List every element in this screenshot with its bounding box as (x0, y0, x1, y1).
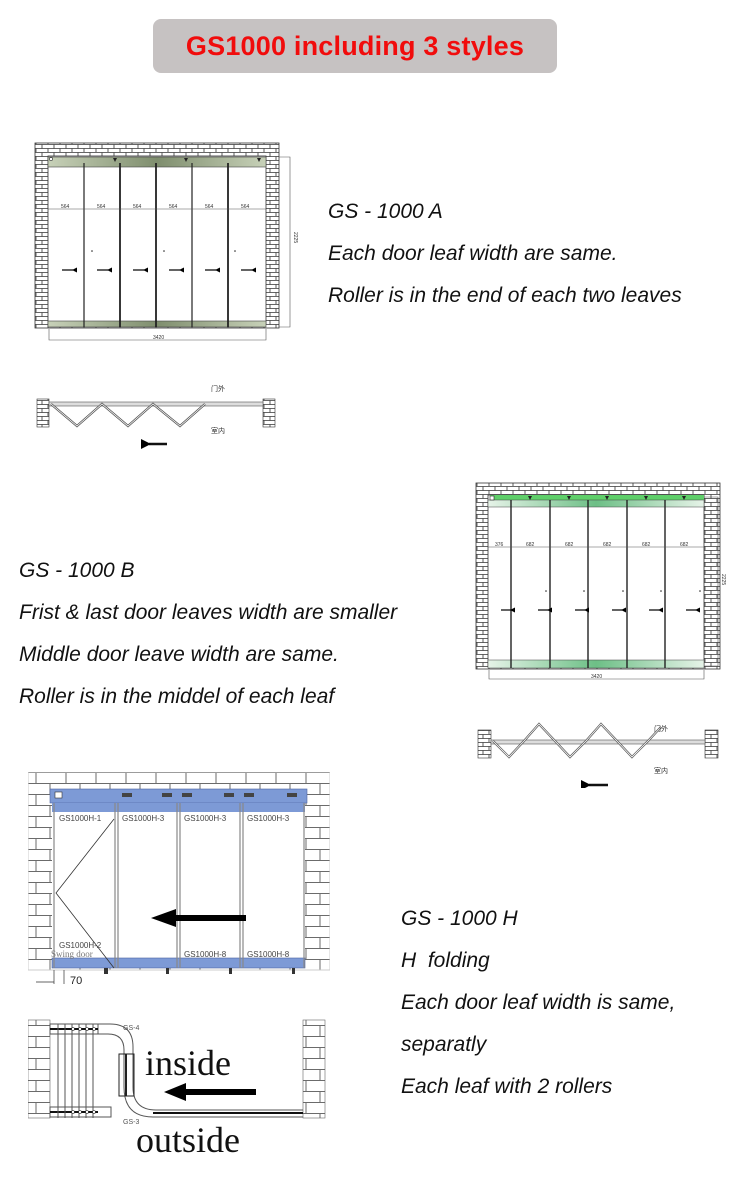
svg-text:Swing door: Swing door (51, 949, 93, 959)
svg-text:682: 682 (642, 542, 651, 548)
svg-text:inside: inside (145, 1043, 231, 1083)
svg-text:GS-3: GS-3 (123, 1119, 139, 1126)
svg-text:GS1000H-1: GS1000H-1 (59, 814, 102, 823)
style-b-name: GS - 1000 B (19, 559, 135, 582)
style-b-line-2: Middle door leave width are same. (19, 643, 339, 666)
style-h-line-1: H folding (401, 949, 490, 972)
svg-text:682: 682 (680, 542, 689, 548)
style-a-line-2: Roller is in the end of each two leaves (328, 284, 682, 307)
svg-text:3420: 3420 (591, 674, 602, 680)
svg-text:564: 564 (169, 204, 178, 210)
style-h-description: GS - 1000 H H folding Each door leaf wid… (401, 898, 675, 1108)
svg-text:564: 564 (133, 204, 142, 210)
svg-text:70: 70 (70, 975, 82, 987)
style-a-elevation: 564 564 564 564 564 564 3420 2225 门外 室内 (34, 142, 298, 449)
svg-text:376: 376 (495, 542, 504, 548)
style-h-line-2: Each door leaf width is same, (401, 991, 676, 1014)
style-h-line-3: separatly (401, 1033, 487, 1056)
svg-text:GS1000H-3: GS1000H-3 (122, 814, 165, 823)
svg-text:3420: 3420 (153, 335, 164, 341)
svg-text:室内: 室内 (654, 766, 668, 775)
svg-text:564: 564 (241, 204, 250, 210)
style-h-drawing: GS1000H-1 GS1000H-3 GS1000H-3 GS1000H-3 … (27, 771, 331, 1160)
svg-text:682: 682 (603, 542, 612, 548)
page-title: GS1000 including 3 styles (185, 30, 525, 61)
style-a-drawing: 564 564 564 564 564 564 3420 2225 门外 室内 (15, 120, 310, 460)
style-a-line-1: Each door leaf width are same. (328, 242, 618, 265)
svg-text:682: 682 (526, 542, 535, 548)
style-a-name: GS - 1000 A (328, 200, 443, 223)
svg-text:564: 564 (97, 204, 106, 210)
svg-text:564: 564 (61, 204, 70, 210)
svg-text:室内: 室内 (211, 426, 225, 435)
svg-text:门外: 门外 (211, 384, 225, 393)
svg-text:GS1000H-3: GS1000H-3 (184, 814, 227, 823)
svg-text:GS1000H-3: GS1000H-3 (247, 814, 290, 823)
svg-text:门外: 门外 (654, 724, 668, 733)
style-a-description: GS - 1000 A Each door leaf width are sam… (328, 191, 682, 317)
svg-text:682: 682 (565, 542, 574, 548)
svg-text:GS1000H-8: GS1000H-8 (184, 950, 227, 959)
svg-text:outside: outside (136, 1120, 240, 1160)
style-b-elevation: 376 682 682 682 682 682 3420 2225 门外 室内 (475, 482, 726, 790)
svg-text:2225: 2225 (292, 232, 298, 243)
svg-text:GS-4: GS-4 (123, 1025, 139, 1032)
style-b-line-1: Frist & last door leaves width are small… (19, 601, 398, 624)
title-banner: GS1000 including 3 styles (153, 19, 557, 73)
style-h-elevation: GS1000H-1 GS1000H-3 GS1000H-3 GS1000H-3 … (27, 771, 331, 1160)
style-b-drawing: 376 682 682 682 682 682 3420 2225 门外 室内 (468, 478, 748, 790)
svg-text:GS1000H-8: GS1000H-8 (247, 950, 290, 959)
style-h-name: GS - 1000 H (401, 907, 518, 930)
style-b-description: GS - 1000 B Frist & last door leaves wid… (19, 550, 397, 718)
style-h-line-4: Each leaf with 2 rollers (401, 1075, 613, 1098)
svg-text:GS1000H-2: GS1000H-2 (59, 941, 102, 950)
svg-text:2225: 2225 (720, 574, 726, 585)
svg-text:564: 564 (205, 204, 214, 210)
style-b-line-3: Roller is in the middel of each leaf (19, 685, 335, 708)
